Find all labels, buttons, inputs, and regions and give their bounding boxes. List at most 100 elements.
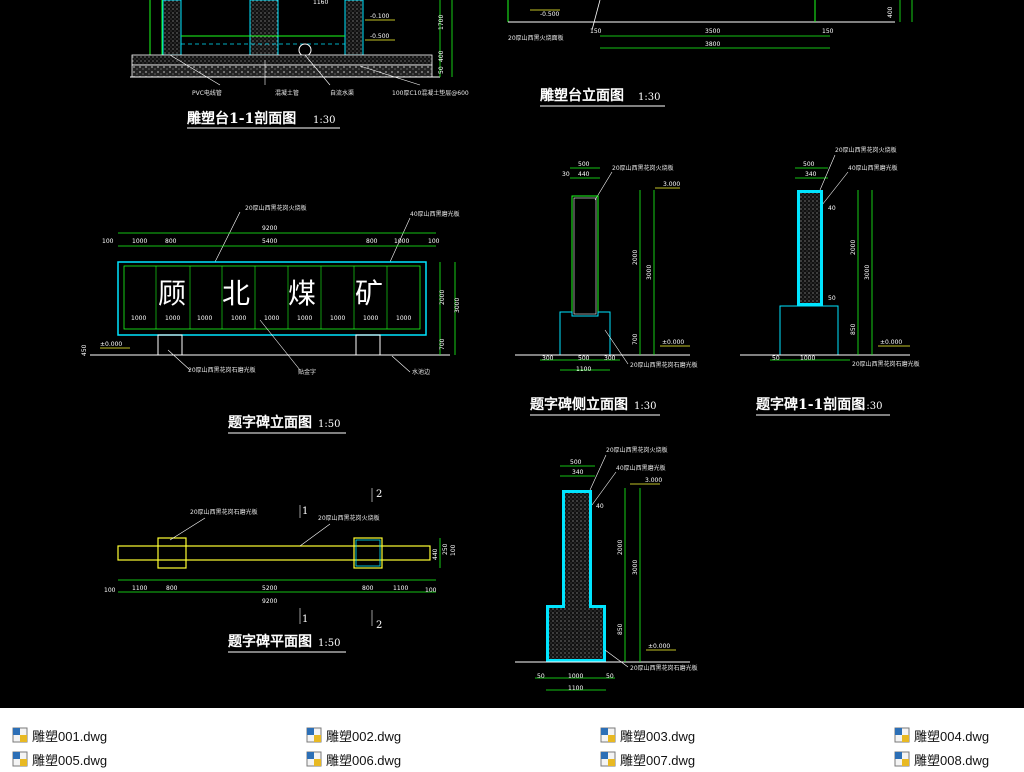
section-mark: 2	[376, 489, 382, 500]
dimension-label: 50	[606, 673, 614, 680]
file-name: 雕塑008.dwg	[914, 752, 990, 768]
dimension-label: 2000	[617, 540, 624, 555]
dimension-label: 700	[439, 338, 446, 350]
drawing-scale: 1:50	[318, 419, 340, 430]
inscription-char: 顾	[158, 277, 186, 310]
file-item[interactable]: 雕塑006.dwg	[306, 748, 401, 770]
file-item[interactable]: 雕塑008.dwg	[894, 748, 989, 770]
file-item[interactable]: 雕塑005.dwg	[12, 748, 107, 770]
dimension-label: 1100	[568, 685, 583, 692]
stele-elevation-drawing: 20厚山西黑花岗火烧板 40厚山西黑磨光板 9200 5400 100 1000…	[81, 204, 461, 434]
file-name: 雕塑003.dwg	[620, 728, 696, 744]
inscription-char: 北	[222, 277, 250, 310]
dimension-label: 1000	[231, 315, 246, 322]
sculpture-section-drawing: -0.100 -0.500 1160 1700 400 50 PVC电线管 混凝…	[130, 0, 469, 129]
drawing-scale: 1:50	[318, 638, 340, 649]
dimension-label: 9200	[262, 598, 277, 605]
dimension-label: 300	[542, 355, 554, 362]
annotation-label: 20厚山西黑花岗石磨光板	[190, 508, 258, 516]
dimension-label: 3000	[864, 265, 871, 280]
annotation-label: 20厚山西黑花岗火烧板	[245, 204, 307, 212]
dimension-label: 1000	[330, 315, 345, 322]
dimension-label: 800	[166, 585, 178, 592]
annotation-label: 40厚山西黑磨光板	[410, 210, 460, 218]
file-name: 雕塑007.dwg	[620, 752, 696, 768]
annotation-label: 20厚山西黑火烧面板	[508, 34, 564, 42]
file-item[interactable]: 雕塑003.dwg	[600, 724, 695, 746]
dimension-label: 1100	[393, 585, 408, 592]
dimension-label: 800	[165, 238, 177, 245]
annotation-label: 自流水渠	[330, 89, 354, 97]
dimension-label: 1000	[297, 315, 312, 322]
dimension-label: 50	[537, 673, 545, 680]
dimension-label: 9200	[262, 225, 277, 232]
level-label: ±0.000	[100, 341, 122, 348]
dimension-label: 440	[578, 171, 590, 178]
dimension-label: 1000	[363, 315, 378, 322]
drawing-title: 雕塑台立面图	[540, 87, 624, 104]
dimension-label: 1000	[568, 673, 583, 680]
dwg-file-icon	[306, 751, 322, 767]
drawing-title: 题字碑立面图	[228, 414, 312, 431]
dimension-label: 800	[362, 585, 374, 592]
annotation-label: 20厚山西黑花岗石磨光板	[630, 361, 698, 369]
dimension-label: 50	[438, 66, 445, 74]
dimension-label: 40	[596, 503, 604, 510]
file-name: 雕塑004.dwg	[914, 728, 990, 744]
file-item[interactable]: 雕塑004.dwg	[894, 724, 989, 746]
dimension-label: 1000	[165, 315, 180, 322]
annotation-label: 20厚山西黑花岗火烧板	[606, 446, 668, 454]
file-name: 雕塑002.dwg	[326, 728, 402, 744]
dimension-label: 150	[590, 28, 602, 35]
file-name: 雕塑006.dwg	[326, 752, 402, 768]
dimension-label: 300	[604, 355, 616, 362]
dimension-label: 1700	[438, 15, 445, 30]
dimension-label: 100	[425, 587, 437, 594]
dimension-label: 800	[366, 238, 378, 245]
annotation-label: 20厚山西黑花岗火烧板	[612, 164, 674, 172]
level-label: ±0.000	[880, 339, 902, 346]
drawing-scale: 1:30	[638, 92, 660, 103]
dimension-label: 5400	[262, 238, 277, 245]
dwg-file-icon	[894, 751, 910, 767]
dimension-label: 5200	[262, 585, 277, 592]
annotation-label: 20厚山西黑花岗石磨光板	[630, 664, 698, 672]
level-label: ±0.000	[648, 643, 670, 650]
level-label: ±0.000	[662, 339, 684, 346]
dimension-label: 1000	[264, 315, 279, 322]
annotation-label: 20厚山西黑花岗火烧板	[318, 514, 380, 522]
file-item[interactable]: 雕塑002.dwg	[306, 724, 401, 746]
dwg-file-icon	[600, 727, 616, 743]
dimension-label: 150	[822, 28, 834, 35]
dimension-label: 1000	[197, 315, 212, 322]
stele-side-elevation-drawing: 500 440 30 20厚山西黑花岗火烧板 3.000 2000 3000 7…	[515, 161, 698, 416]
file-item[interactable]: 雕塑001.dwg	[12, 724, 107, 746]
dimension-label: 1000	[132, 238, 147, 245]
inscription-char: 矿	[355, 277, 383, 310]
level-label: -0.100	[370, 13, 390, 20]
dimension-label: 2000	[632, 250, 639, 265]
file-list: 雕塑001.dwg 雕塑002.dwg 雕塑003.dwg 雕塑004.dwg …	[0, 712, 1024, 768]
dwg-file-icon	[12, 751, 28, 767]
dimension-label: 440	[432, 548, 439, 560]
dimension-label: 500	[578, 161, 590, 168]
dimension-label: 30	[562, 171, 570, 178]
dimension-label: 450	[81, 344, 88, 356]
dimension-label: 850	[617, 623, 624, 635]
dimension-label: 1100	[132, 585, 147, 592]
annotation-label: 20厚山西黑花岗火烧板	[835, 146, 897, 154]
dimension-label: 3000	[454, 298, 461, 313]
annotation-label: 混凝土管	[275, 89, 299, 97]
dimension-label: 3500	[705, 28, 720, 35]
drawing-scale: 1:30	[313, 115, 335, 126]
sculpture-elevation-drawing: -0.500 20厚山西黑火烧面板 3500 3800 150 150 400 …	[507, 0, 913, 107]
dimension-label: 2000	[439, 290, 446, 305]
annotation-label: 40厚山西黑磨光板	[616, 464, 666, 472]
dimension-label: 3000	[632, 560, 639, 575]
dimension-label: 340	[572, 469, 584, 476]
file-name: 雕塑005.dwg	[32, 752, 108, 768]
level-label: 3.000	[663, 181, 680, 188]
level-label: -0.500	[540, 11, 560, 18]
file-item[interactable]: 雕塑007.dwg	[600, 748, 695, 770]
dimension-label: 2000	[850, 240, 857, 255]
